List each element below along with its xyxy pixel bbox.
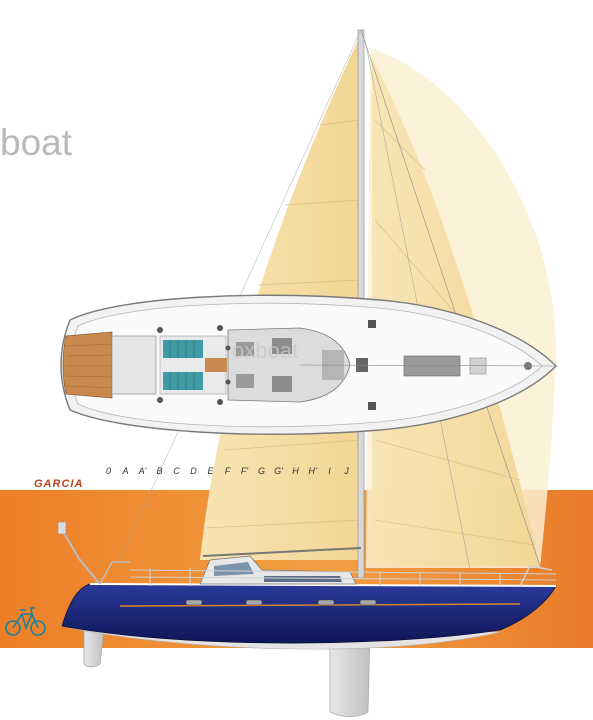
deck-plan (60, 294, 557, 435)
station-label: E (207, 466, 214, 476)
station-label: I (328, 466, 331, 476)
station-label: D (190, 466, 197, 476)
genoa-sail (372, 58, 540, 566)
designer-logo: GARCIA (34, 478, 84, 490)
station-label: H (292, 466, 299, 476)
hull-profile (57, 521, 557, 717)
station-label: F' (240, 466, 249, 476)
station-label: G' (274, 466, 283, 476)
station-label: H' (308, 466, 317, 476)
station-label: F (224, 466, 231, 476)
station-label: A (122, 466, 129, 476)
watermark-center: oxboat (232, 338, 299, 363)
station-label: J (344, 466, 349, 476)
station-label: 0 (105, 466, 111, 476)
station-label: A' (138, 466, 147, 476)
station-label: G (257, 466, 265, 476)
station-label: B (156, 466, 163, 476)
sail-seams (204, 119, 536, 546)
watermark-left: boat (0, 122, 73, 163)
station-label: C (173, 466, 180, 476)
station-labels: 0 A A' B C D E F F' G G' H H' I J (100, 466, 480, 476)
bicycle-icon (5, 607, 46, 636)
